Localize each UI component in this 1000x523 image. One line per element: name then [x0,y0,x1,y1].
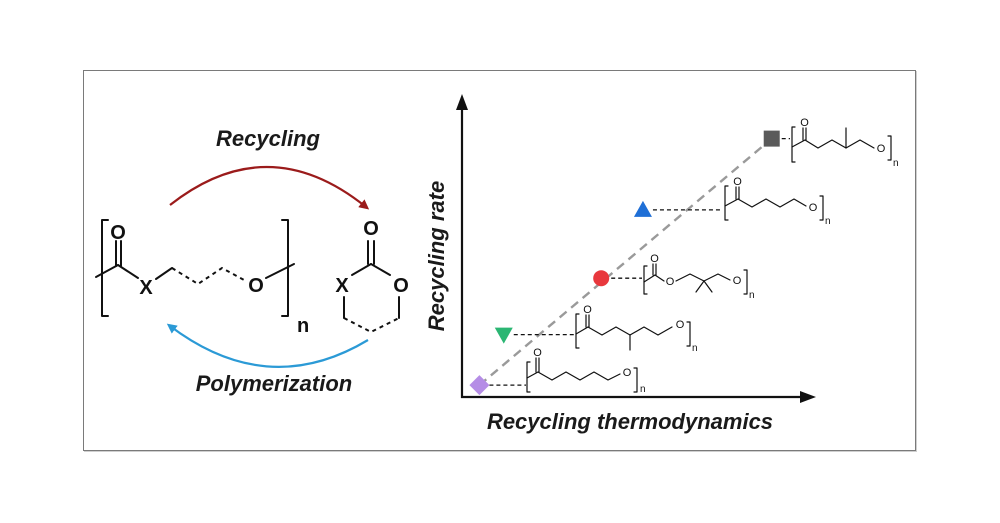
structure-square-repeat-n: n [893,158,899,169]
data-point-circle [593,270,610,287]
data-markers [469,130,780,396]
structure-label-triangle-up: O O n [724,176,831,227]
recycling-label: Recycling [216,126,320,151]
data-point-diamond [469,375,490,396]
polymer-ether-o: O [248,275,264,297]
structure-down-carbonyl-o: O [583,304,592,316]
polymer-structure: O X O n [95,219,309,337]
y-axis-arrowhead [456,94,468,110]
structure-up-carbonyl-o: O [733,176,742,188]
structure-label-triangle-down: O O n [575,304,698,354]
structure-label-diamond: O O n [526,347,646,395]
structure-square-carbonyl-o: O [800,117,809,129]
x-axis-label: Recycling thermodynamics [487,409,773,434]
monomer-ring-o: O [393,275,409,297]
monomer-carbonyl-o: O [363,218,379,240]
polymer-repeat-n: n [297,315,309,337]
trendline [478,137,773,387]
structure-diamond-ether-o: O [623,367,632,379]
structure-circle-repeat-n: n [749,290,755,301]
polymerization-label: Polymerization [196,371,352,396]
polymerization-arrow [166,323,369,368]
data-point-triangle-up [633,200,652,217]
structure-up-ether-o: O [809,202,818,214]
structure-diamond-carbonyl-o: O [533,347,542,359]
structure-circle-ester-o: O [666,276,675,288]
structure-circle-carbonyl-o: O [650,253,659,265]
structure-label-circle: O O O n [643,253,755,301]
recycling-scheme: Recycling Polymerization O X O n O [95,126,409,396]
monomer-heteroatom: X [335,275,349,297]
data-point-square [763,130,780,147]
structure-up-repeat-n: n [825,216,831,227]
structure-diamond-repeat-n: n [640,384,646,395]
structure-circle-ether-o: O [733,275,742,287]
data-point-triangle-down [494,327,513,344]
leader-lines [489,137,790,386]
structure-down-repeat-n: n [692,343,698,354]
cyclic-monomer-structure: O X O [335,218,409,334]
x-axis-arrowhead [800,391,816,403]
polymer-heteroatom: X [139,277,153,299]
structure-labels: O O n O O n [526,117,899,395]
structure-label-square: O O n [791,117,899,169]
polymer-carbonyl-o: O [110,222,126,244]
y-axis-label: Recycling rate [424,181,449,331]
structure-down-ether-o: O [676,319,685,331]
structure-square-ether-o: O [877,143,886,155]
figure-frame [83,70,916,451]
recycling-arrow [169,165,370,210]
chart: Recycling rate Recycling thermodynamics … [424,94,899,434]
